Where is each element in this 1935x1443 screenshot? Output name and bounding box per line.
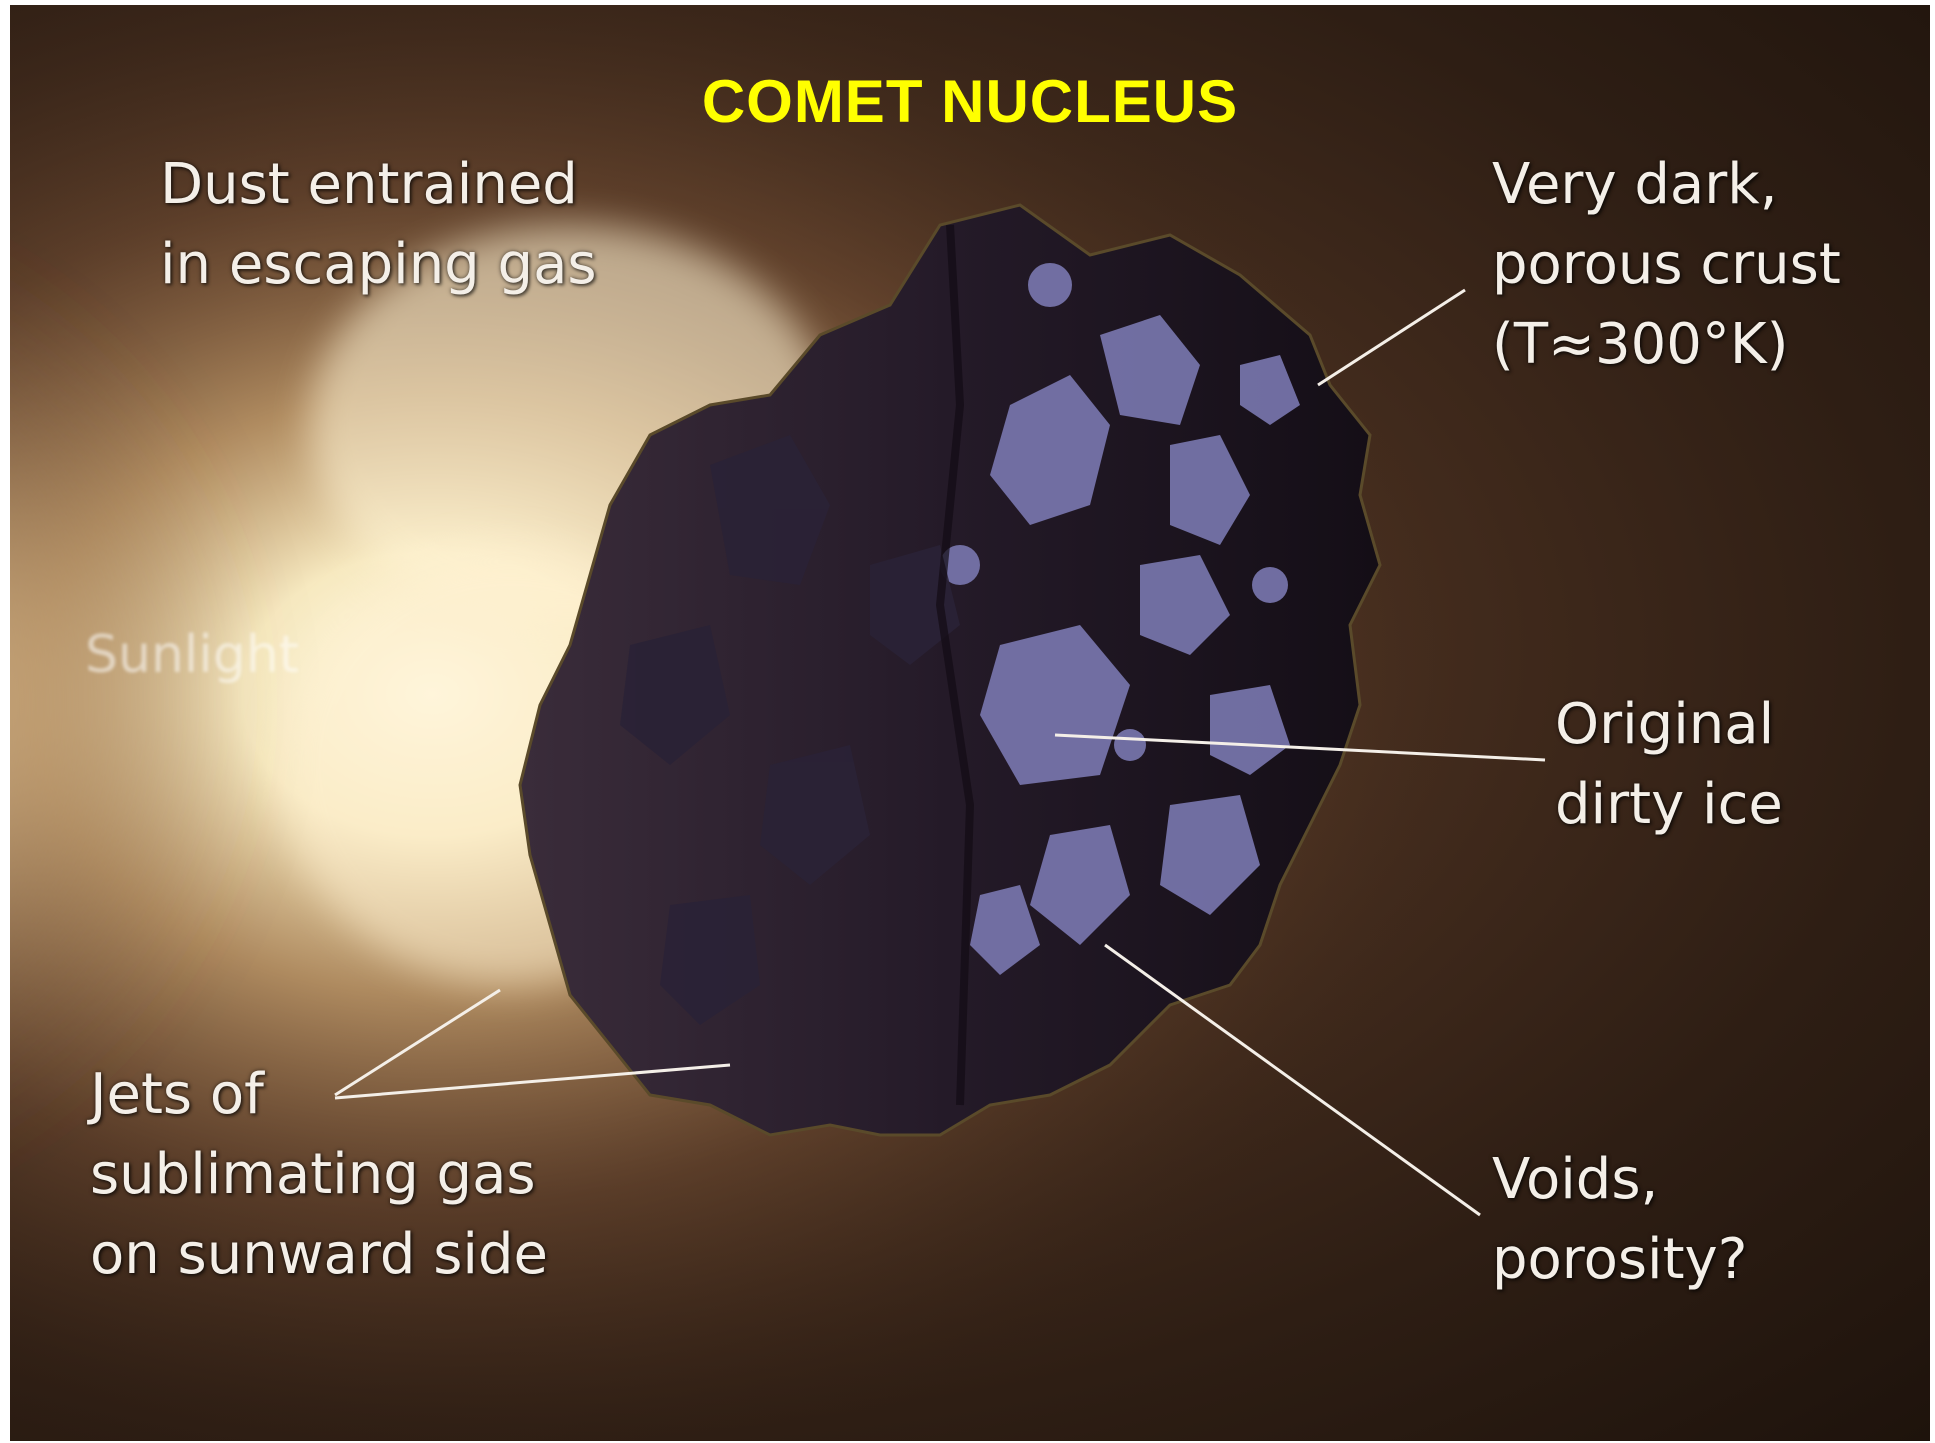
voids-label: Voids, porosity? — [1492, 1140, 1747, 1300]
dust-label: Dust entrained in escaping gas — [160, 145, 597, 305]
diagram-frame: COMET NUCLEUS Dust entrained in escaping… — [10, 5, 1930, 1441]
crust-label-line-1: Very dark, — [1492, 145, 1841, 225]
sunlight-label: Sunlight — [85, 625, 299, 685]
crust-label-line-2: porous crust — [1492, 225, 1841, 305]
jets-label-line-1: Jets of — [90, 1055, 548, 1135]
voids-label-line-1: Voids, — [1492, 1140, 1747, 1220]
dust-label-line-1: Dust entrained — [160, 145, 597, 225]
crust-label: Very dark, porous crust (T≈300°K) — [1492, 145, 1841, 385]
page-title: COMET NUCLEUS — [10, 67, 1930, 136]
dust-label-line-2: in escaping gas — [160, 225, 597, 305]
voids-label-line-2: porosity? — [1492, 1220, 1747, 1300]
jets-label: Jets of sublimating gas on sunward side — [90, 1055, 548, 1295]
ice-label-line-1: Original — [1555, 685, 1783, 765]
ice-label: Original dirty ice — [1555, 685, 1783, 845]
jets-label-line-2: sublimating gas — [90, 1135, 548, 1215]
ice-label-line-2: dirty ice — [1555, 765, 1783, 845]
crust-label-line-3: (T≈300°K) — [1492, 305, 1841, 385]
jets-label-line-3: on sunward side — [90, 1215, 548, 1295]
